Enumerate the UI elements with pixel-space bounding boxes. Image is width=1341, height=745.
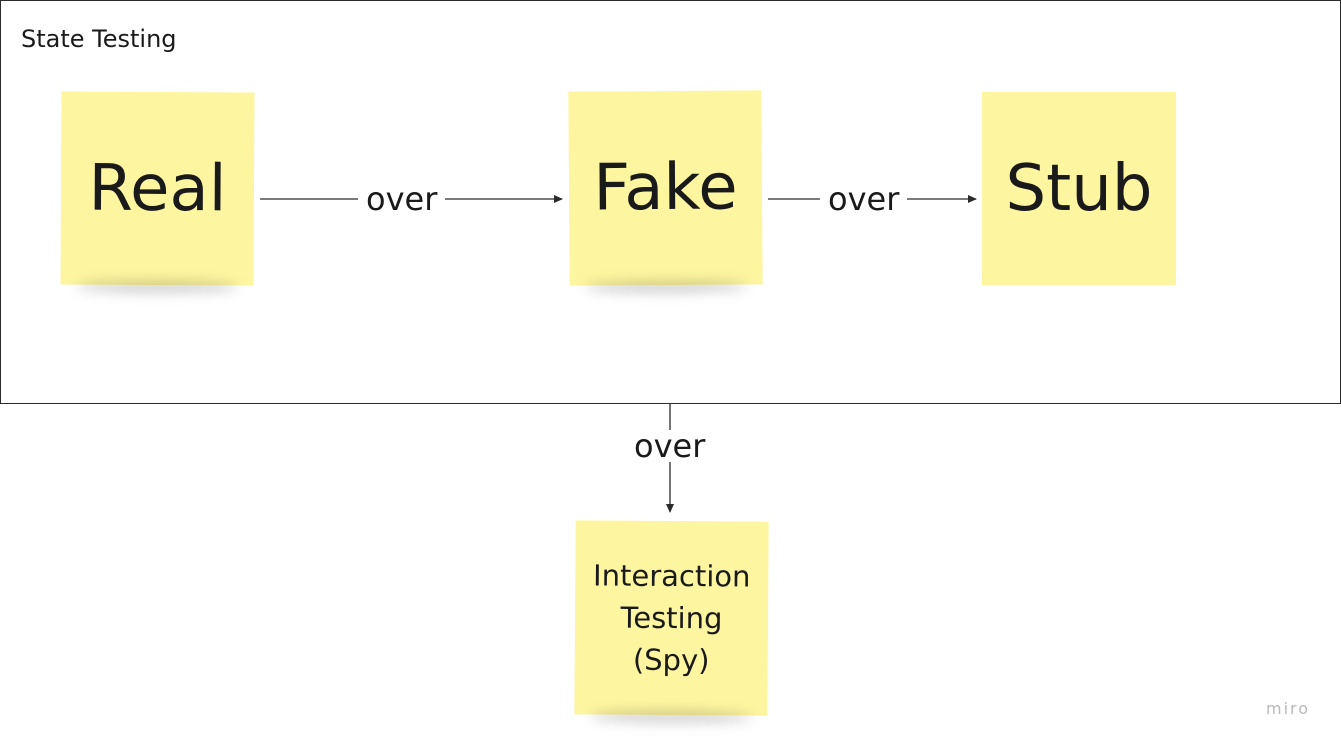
frame-title: State Testing xyxy=(21,25,177,53)
sticky-note-line-2: Testing xyxy=(620,600,723,636)
connector-label-frame-spy: over xyxy=(626,430,714,462)
sticky-note-real[interactable]: Real xyxy=(60,91,255,286)
sticky-note-line-3: (Spy) xyxy=(632,642,710,678)
sticky-note-real-text: Real xyxy=(88,151,227,226)
sticky-note-stub-text: Stub xyxy=(1005,151,1153,226)
sticky-note-fake[interactable]: Fake xyxy=(568,90,763,286)
connector-label-real-fake: over xyxy=(358,183,446,215)
sticky-note-fake-text: Fake xyxy=(593,150,738,226)
sticky-note-interaction-testing-text: Interaction Testing (Spy) xyxy=(592,554,751,681)
connector-label-fake-stub: over xyxy=(820,183,908,215)
sticky-note-line-1: Interaction xyxy=(593,558,751,594)
sticky-note-stub[interactable]: Stub xyxy=(982,92,1176,285)
miro-watermark: miro xyxy=(1266,699,1311,718)
sticky-note-interaction-testing[interactable]: Interaction Testing (Spy) xyxy=(574,520,769,716)
